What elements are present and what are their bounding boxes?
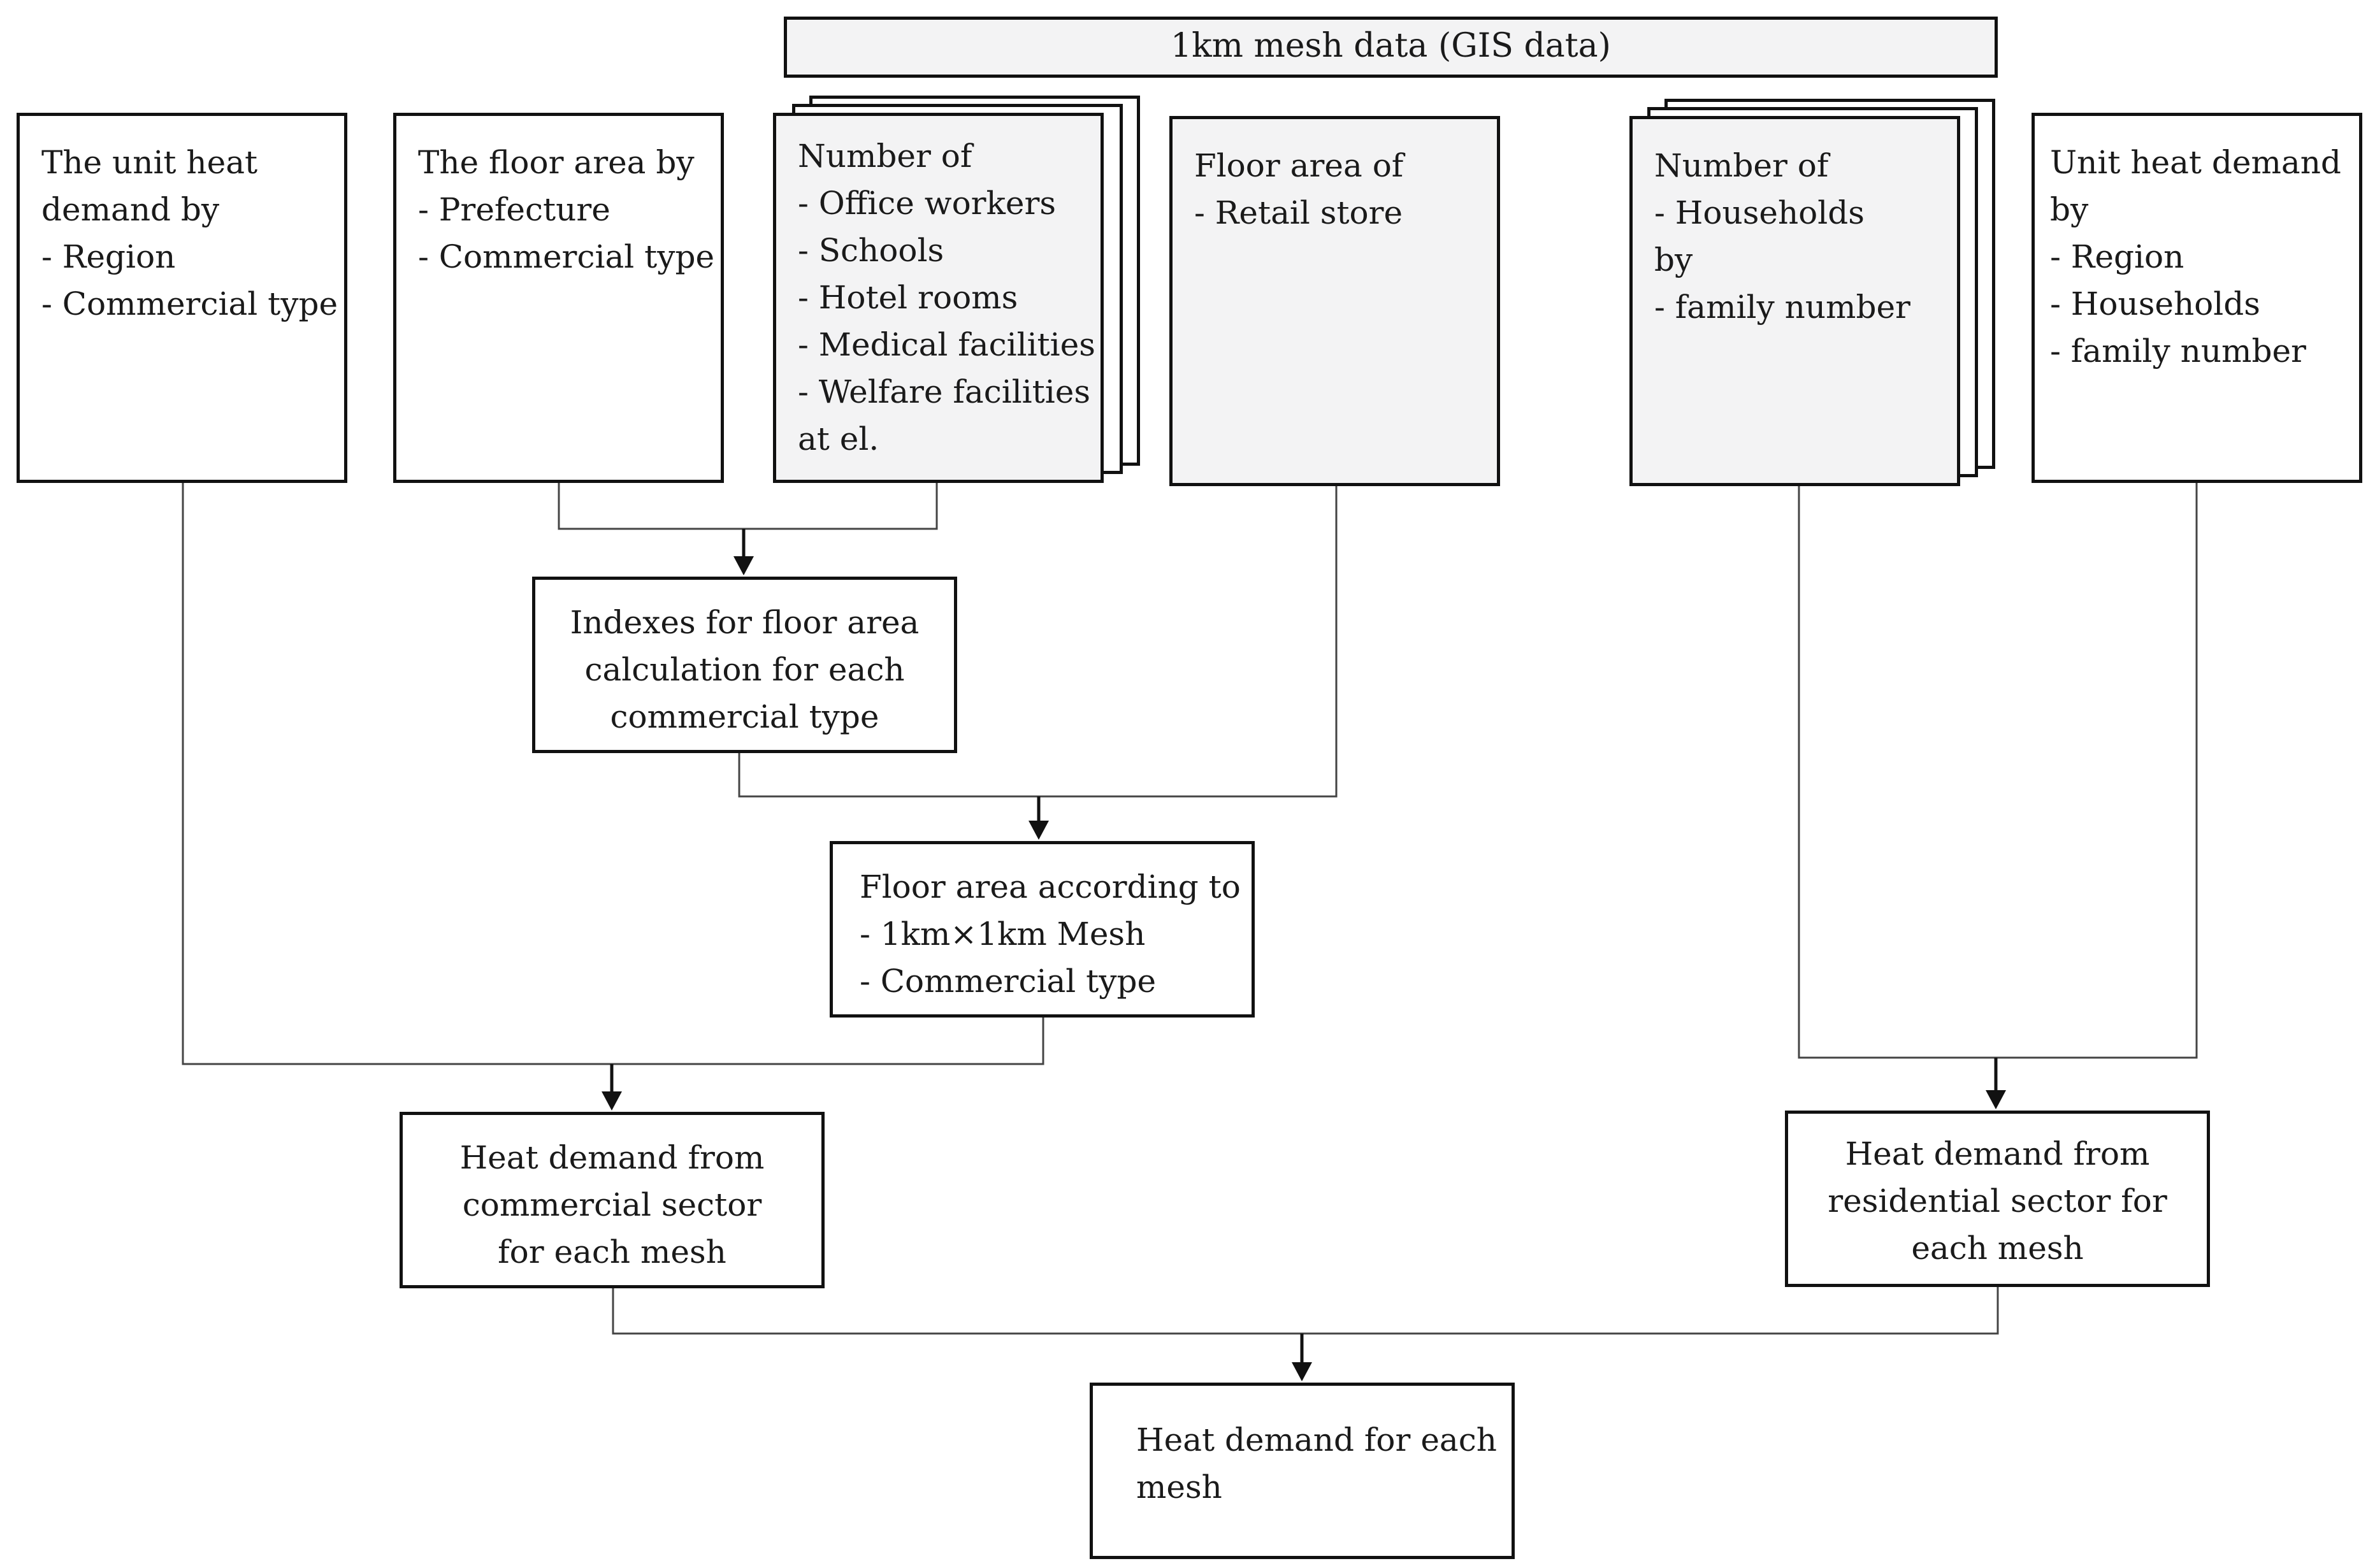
box-line: - family number — [1654, 289, 1910, 326]
arrowhead-residential — [1986, 1090, 2006, 1109]
box-line: residential sector for — [1828, 1183, 2167, 1219]
box-unit-heat-demand-commercial: The unit heat demand by - Region - Comme… — [17, 113, 347, 483]
box-floor-area-by: The floor area by - Prefecture - Commerc… — [393, 113, 724, 483]
box-line: - Commercial type — [418, 238, 715, 275]
box-line: - Households — [1654, 194, 1865, 231]
box-line: at el. — [798, 421, 879, 457]
box-line: Heat demand for each — [1136, 1421, 1497, 1458]
box-floor-area-mesh: Floor area according to - 1km×1km Mesh -… — [830, 841, 1255, 1018]
box-line: commercial type — [610, 698, 879, 735]
connector-households-unit-to-residential — [1798, 482, 2198, 1059]
box-line: Unit heat demand — [2050, 144, 2341, 181]
arrowhead-mesh — [1029, 821, 1049, 840]
box-indexes-floor-area: Indexes for floor area calculation for e… — [532, 577, 957, 753]
box-floor-area-retail: Floor area of - Retail store — [1169, 116, 1500, 486]
box-line: - Retail store — [1194, 194, 1403, 231]
box-line: - Welfare facilities — [798, 373, 1091, 410]
box-line: each mesh — [1911, 1230, 2084, 1267]
box-line: - Office workers — [798, 185, 1057, 222]
box-line: - Medical facilities — [798, 326, 1095, 363]
box-number-of-households: Number of - Households by - family numbe… — [1629, 116, 1960, 486]
box-line: by — [2050, 191, 2089, 228]
box-heat-demand-commercial: Heat demand from commercial sector for e… — [400, 1112, 825, 1288]
box-line: mesh — [1136, 1469, 1222, 1506]
box-unit-heat-demand-residential: Unit heat demand by - Region - Household… — [2032, 113, 2362, 483]
arrowhead-indexes — [733, 556, 754, 575]
connector-floor-number-to-indexes — [558, 482, 938, 530]
box-line: Number of — [1654, 147, 1829, 184]
box-line: - Region — [41, 238, 176, 275]
banner-gis-data: 1km mesh data (GIS data) — [784, 17, 1998, 78]
box-heat-demand-total: Heat demand for each mesh — [1090, 1383, 1515, 1559]
box-line: - 1km×1km Mesh — [860, 916, 1146, 953]
box-line: - Region — [2050, 238, 2184, 275]
box-line: - Prefecture — [418, 191, 610, 228]
box-line: commercial sector — [462, 1186, 762, 1223]
box-line: - Hotel rooms — [798, 279, 1018, 316]
box-number-of-commercial: Number of - Office workers - Schools - H… — [773, 113, 1104, 483]
arrowhead-total — [1292, 1362, 1312, 1381]
box-line: - Schools — [798, 232, 944, 269]
connector-sectors-to-total — [612, 1286, 1999, 1335]
box-line: Heat demand from — [1845, 1135, 2150, 1172]
box-line: The unit heat — [41, 144, 258, 181]
arrowhead-commercial — [602, 1091, 622, 1111]
box-line: - Households — [2050, 285, 2260, 322]
box-line: Heat demand from — [459, 1139, 765, 1176]
box-line: for each mesh — [498, 1234, 726, 1270]
box-heat-demand-residential: Heat demand from residential sector for … — [1785, 1111, 2210, 1287]
box-line: calculation for each — [584, 651, 905, 688]
box-line: Number of — [798, 138, 972, 175]
box-line: - family number — [2050, 333, 2306, 370]
box-line: Indexes for floor area — [570, 604, 920, 641]
box-line: Floor area of — [1194, 147, 1404, 184]
box-line: demand by — [41, 191, 220, 228]
box-line: The floor area by — [418, 144, 695, 181]
box-line: Floor area according to — [860, 868, 1241, 905]
box-line: - Commercial type — [860, 963, 1157, 1000]
box-line: by — [1654, 241, 1693, 278]
box-line: - Commercial type — [41, 285, 338, 322]
arrowheads — [602, 556, 2006, 1381]
